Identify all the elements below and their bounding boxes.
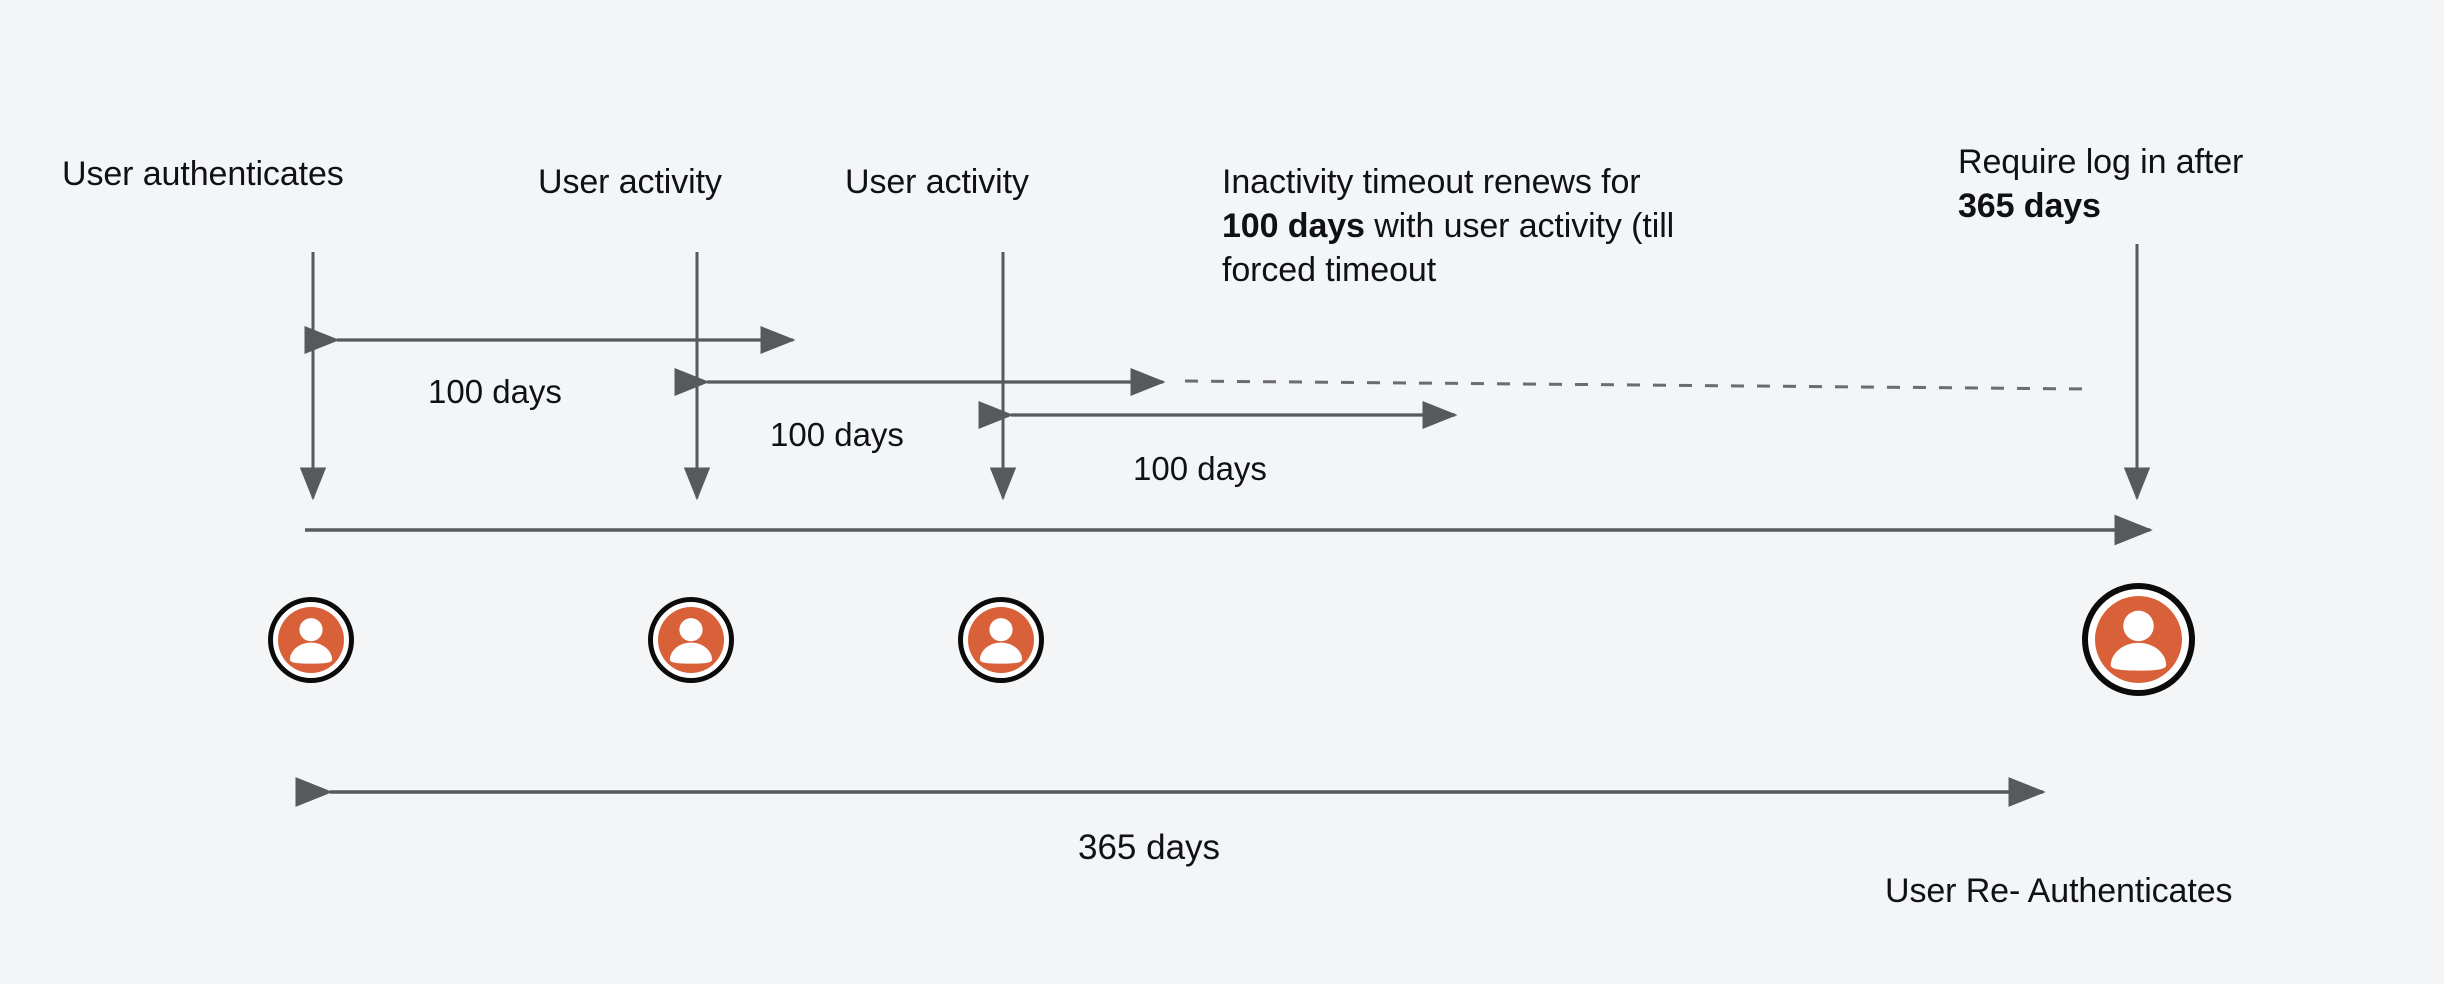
label-user-activity-2: User activity: [845, 163, 1029, 201]
person-glyph-icon: [669, 618, 713, 664]
callout-line-2-rest: with user activity (till: [1364, 207, 1675, 246]
user-avatar-icon-3: [958, 597, 1044, 683]
user-avatar-icon-2: [648, 597, 734, 683]
label-user-re-authenticates: User Re- Authenticates: [1885, 872, 2233, 910]
measure-label-3: 100 days: [1133, 450, 1267, 487]
person-glyph-icon: [2110, 610, 2167, 671]
label-user-authenticates: User authenticates: [62, 155, 344, 193]
callout-line-1: Inactivity timeout renews for: [1222, 163, 1641, 201]
measure-label-2: 100 days: [770, 416, 904, 453]
require-login-line-1: Require log in after: [1958, 143, 2244, 181]
user-avatar-icon-1: [268, 597, 354, 683]
forced-timeout-dashed-line: [1184, 379, 2091, 391]
user-avatar-icon-4: [2082, 583, 2195, 696]
person-glyph-icon: [979, 618, 1023, 664]
measure-label-1: 100 days: [428, 373, 562, 410]
person-glyph-icon: [289, 618, 333, 664]
callout-inactivity-timeout: Inactivity timeout renews for 100 days w…: [1222, 160, 1862, 293]
callout-bold-100-days: 100 days: [1222, 207, 1365, 246]
callout-require-login: Require log in after 365 days: [1958, 140, 2428, 228]
total-span-label: 365 days: [1078, 828, 1221, 867]
callout-line-3: forced timeout: [1222, 251, 1437, 290]
require-login-bold-365-days: 365 days: [1958, 187, 2101, 226]
label-user-activity-1: User activity: [538, 163, 722, 201]
